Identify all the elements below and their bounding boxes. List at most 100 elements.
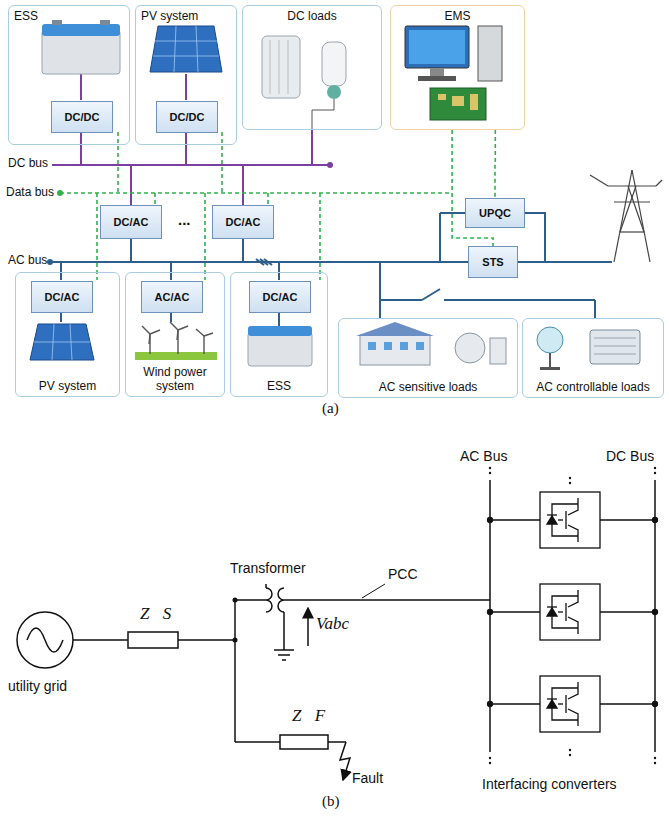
stroke <box>547 700 557 708</box>
converter-box: DC/DC <box>156 101 218 133</box>
transmission-tower <box>590 170 662 262</box>
converter-box: UPQC <box>465 198 525 228</box>
igbt-symbols <box>488 492 658 732</box>
text-label: ... <box>178 211 191 228</box>
stroke <box>552 596 578 628</box>
group-panel: PV systemDC/DC <box>135 5 237 145</box>
panel-label: ESS <box>233 379 325 393</box>
stroke <box>490 703 540 704</box>
text-label: Transformer <box>230 560 306 576</box>
converter-box <box>540 676 600 732</box>
pv-panel-icon <box>30 324 94 360</box>
group-panel: ESS DC/AC <box>230 272 328 397</box>
panel-label: PV system <box>18 379 117 393</box>
stroke <box>568 709 578 726</box>
text-label: Interfacing converters <box>482 776 617 792</box>
converter-box <box>540 492 600 548</box>
panel-label: EMS <box>391 9 524 23</box>
stroke <box>600 611 655 612</box>
converter-box: DC/AC <box>249 281 311 313</box>
stroke <box>653 518 658 523</box>
group-panel: AC controllable loads <box>522 318 664 398</box>
panel-label: DC loads <box>243 9 381 23</box>
converter-box: DC/AC <box>100 205 162 239</box>
data-bus <box>60 132 452 280</box>
converter-box <box>540 584 600 640</box>
stroke <box>568 617 578 634</box>
converter-box: AC/AC <box>141 281 203 313</box>
converter-label: DC/DC <box>65 110 100 124</box>
stroke <box>552 688 578 720</box>
stroke <box>547 606 557 607</box>
stroke <box>558 519 563 520</box>
text-label: AC bus <box>8 254 47 268</box>
connector <box>494 130 496 198</box>
stroke <box>568 498 578 515</box>
ems-icons <box>405 26 502 120</box>
converter-label: DC/DC <box>170 110 205 124</box>
stroke <box>568 590 578 607</box>
stroke <box>653 702 658 707</box>
converter-label: DC/AC <box>226 215 261 229</box>
converter-box: DC/DC <box>51 101 113 133</box>
text-label: Vabc <box>316 614 349 634</box>
panel-label: PV system <box>141 9 198 23</box>
stroke <box>547 608 557 616</box>
stroke <box>488 518 493 523</box>
group-panel: AC sensitive loads <box>338 318 518 398</box>
stroke <box>547 698 557 699</box>
appliance-icons <box>537 327 640 370</box>
panel-label: AC controllable loads <box>525 380 661 394</box>
stroke <box>558 611 563 612</box>
battery-icon <box>42 20 120 74</box>
stroke <box>568 682 578 699</box>
stroke <box>558 703 563 704</box>
group-panel: EMS <box>390 5 525 130</box>
text-label: Z⃗S <box>140 604 171 624</box>
converter-label: DC/AC <box>114 215 149 229</box>
converter-label: STS <box>482 255 503 269</box>
text-label: Z⃗F <box>292 706 325 726</box>
stroke <box>552 504 578 536</box>
group-panel: PV system DC/AC <box>15 272 120 397</box>
building-icons <box>356 322 506 365</box>
converter-box: DC/AC <box>212 205 274 239</box>
group-panel: DC loads <box>242 5 382 130</box>
text-label: utility grid <box>8 678 67 694</box>
stroke <box>600 519 655 520</box>
stroke <box>547 516 557 524</box>
text-label: DC bus <box>8 157 48 171</box>
converter-label: AC/AC <box>155 290 190 304</box>
converter-label: UPQC <box>479 206 511 220</box>
stroke <box>547 514 557 515</box>
text-label: AC Bus <box>460 448 507 464</box>
stroke <box>600 703 655 704</box>
text-label: DC Bus <box>606 448 654 464</box>
stroke <box>565 695 566 713</box>
converter-label: DC/AC <box>263 290 298 304</box>
pv-panel-icon <box>150 26 222 72</box>
text-label: (a) <box>322 400 339 417</box>
wind-turbine-icons <box>135 322 217 360</box>
panel-label: AC sensitive loads <box>341 380 515 394</box>
connector <box>452 130 493 246</box>
converter-box: STS <box>468 246 518 278</box>
stroke <box>653 610 658 615</box>
stroke <box>568 525 578 542</box>
text-label: PCC <box>388 566 418 582</box>
stroke <box>565 603 566 621</box>
group-panel: Wind power system AC/AC <box>125 272 225 397</box>
stroke <box>490 611 540 612</box>
circuit-b <box>17 480 655 780</box>
text-label: Fault <box>352 770 383 786</box>
panel-label: Wind power system <box>128 365 222 393</box>
stroke <box>490 519 540 520</box>
battery-icon <box>248 326 312 366</box>
converter-label: DC/AC <box>45 290 80 304</box>
dc-load-icons <box>262 36 346 130</box>
stroke <box>488 702 493 707</box>
text-label: (b) <box>322 793 340 810</box>
stroke <box>565 511 566 529</box>
panel-label: ESS <box>14 9 38 23</box>
